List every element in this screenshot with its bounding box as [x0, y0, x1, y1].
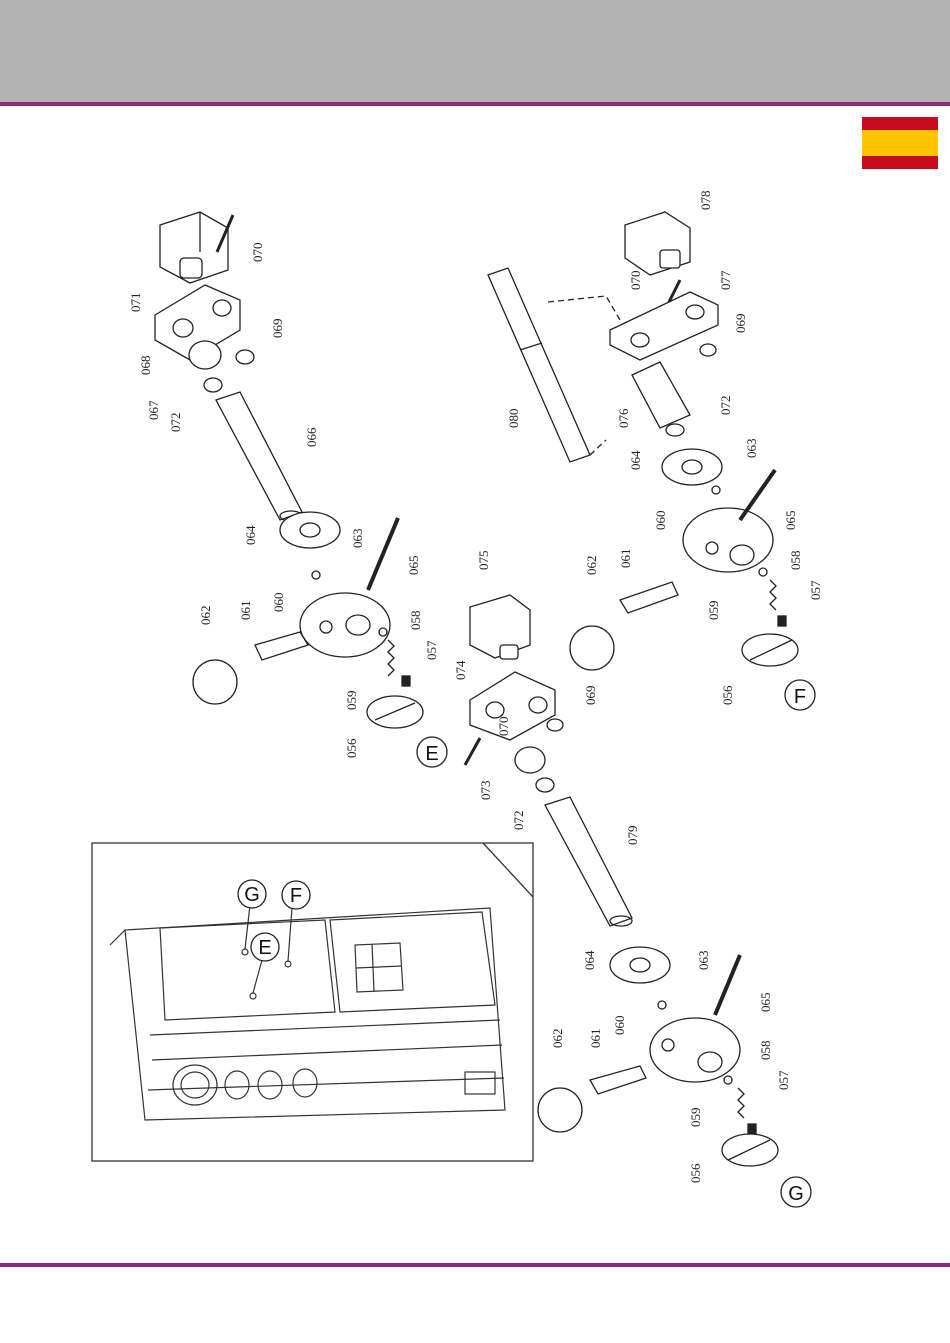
svg-text:E: E [258, 937, 271, 959]
part-label-065-g: 065 [758, 993, 773, 1013]
part-label-062-g: 062 [550, 1029, 565, 1049]
svg-text:F: F [290, 885, 302, 907]
part-label-063-f: 063 [744, 439, 759, 459]
part-label-074: 074 [453, 660, 468, 680]
part-label-061-g: 061 [588, 1029, 603, 1049]
overview-panel: G E F [92, 843, 533, 1161]
part-label-073: 073 [478, 781, 493, 801]
part-label-068: 068 [138, 356, 153, 376]
assembly-g: G [538, 947, 811, 1207]
part-label-067: 067 [146, 400, 161, 420]
part-label-057: 057 [424, 640, 439, 660]
part-label-077: 077 [718, 270, 733, 290]
part-label-076: 076 [616, 408, 631, 428]
part-label-069-mid: 069 [583, 686, 598, 706]
part-label-064-f: 064 [628, 450, 643, 470]
svg-text:G: G [244, 884, 260, 906]
part-label-060-f: 060 [653, 511, 668, 531]
part-label-059-g: 059 [688, 1108, 703, 1128]
overview-marker-g: G [238, 880, 266, 908]
part-label-075: 075 [476, 551, 491, 571]
part-label-056: 056 [344, 738, 359, 758]
assembly-e: E [155, 212, 447, 767]
part-label-059-f: 059 [706, 601, 721, 621]
part-label-062: 062 [198, 606, 213, 626]
exploded-parts-diagram: G E F [0, 106, 950, 1263]
overview-marker-e: E [251, 933, 279, 961]
assembly-f: F [488, 212, 815, 710]
part-label-066: 066 [304, 427, 319, 447]
overview-marker-f: F [282, 881, 310, 909]
part-label-058-g: 058 [758, 1041, 773, 1061]
group-label-g: G [788, 1183, 804, 1205]
part-label-070-f: 070 [628, 271, 643, 291]
part-label-078: 078 [698, 191, 713, 211]
part-label-059: 059 [344, 691, 359, 711]
part-label-070: 070 [250, 243, 265, 263]
part-label-072-mid: 072 [511, 811, 526, 831]
footer-accent-line [0, 1263, 950, 1267]
part-label-061: 061 [238, 601, 253, 621]
part-label-065-f: 065 [783, 511, 798, 531]
part-label-064: 064 [243, 525, 258, 545]
part-label-056-f: 056 [720, 685, 735, 705]
part-label-069-f: 069 [733, 314, 748, 334]
part-label-064-g: 064 [582, 950, 597, 970]
part-label-060-g: 060 [612, 1016, 627, 1036]
part-label-072-f: 072 [718, 396, 733, 416]
part-label-070-mid: 070 [496, 717, 511, 737]
part-label-069: 069 [270, 319, 285, 339]
group-label-e: E [425, 743, 438, 765]
part-label-058: 058 [408, 611, 423, 631]
part-label-062-f: 062 [584, 556, 599, 576]
part-label-065: 065 [406, 556, 421, 576]
part-label-056-g: 056 [688, 1163, 703, 1183]
group-label-f: F [794, 686, 806, 708]
part-label-057-g: 057 [776, 1070, 791, 1090]
part-label-058-f: 058 [788, 551, 803, 571]
part-label-063: 063 [350, 529, 365, 549]
part-label-071: 071 [128, 293, 143, 313]
part-label-063-g: 063 [696, 951, 711, 971]
part-label-061-f: 061 [618, 549, 633, 569]
header-band [0, 0, 950, 102]
part-label-080: 080 [506, 409, 521, 429]
part-label-079: 079 [625, 826, 640, 846]
part-label-072: 072 [168, 413, 183, 433]
part-label-057-f: 057 [808, 580, 823, 600]
part-label-060: 060 [271, 593, 286, 613]
